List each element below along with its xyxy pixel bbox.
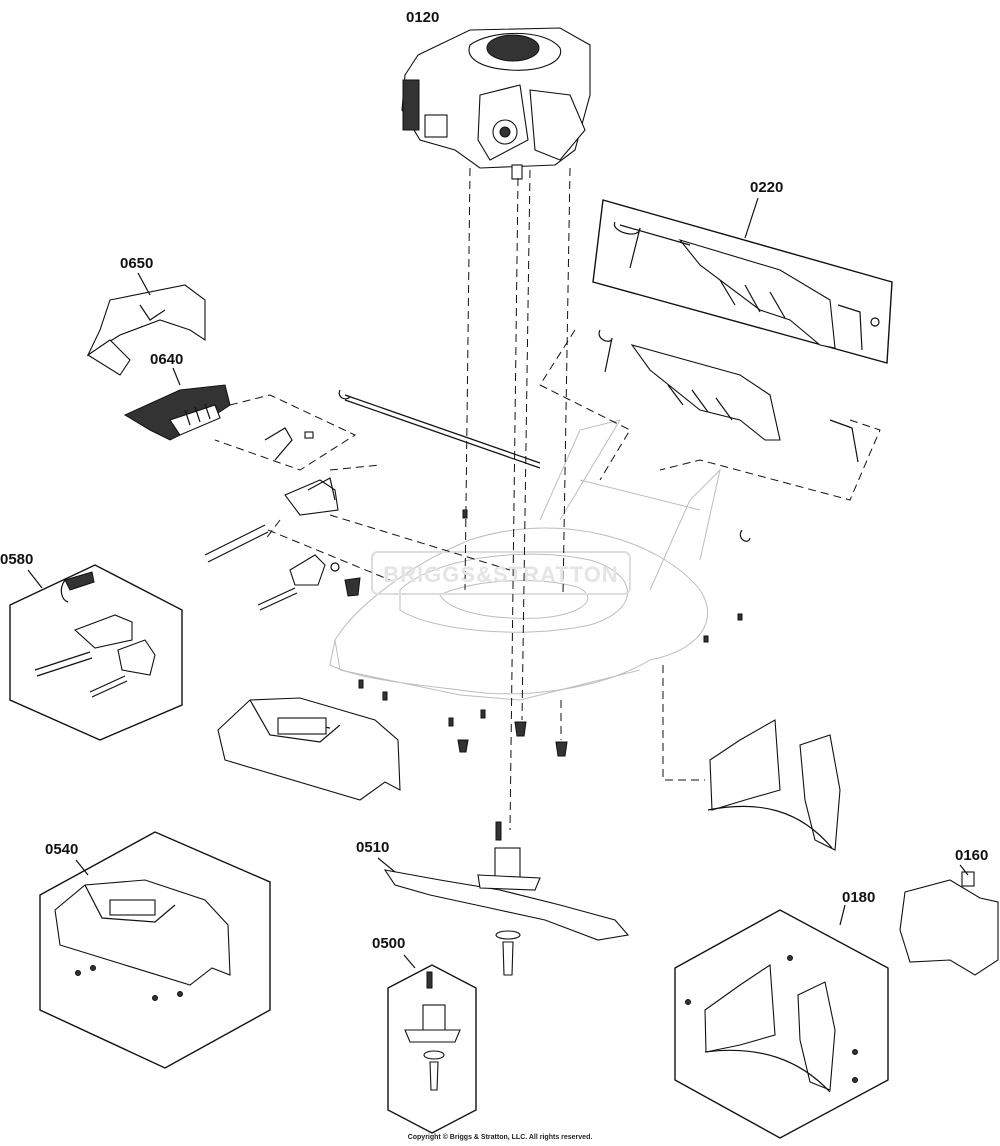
- deflector-part: [662, 665, 841, 851]
- callout-leader: [377, 857, 396, 873]
- discharge-plug-part-0650: [86, 284, 206, 376]
- copyright-notice: Copyright © Briggs & Stratton, LLC. All …: [407, 1134, 593, 1141]
- rear-door-box-0220: [592, 199, 893, 364]
- blade-part-0510: [383, 821, 630, 976]
- callout-0510[interactable]: 0510: [356, 839, 390, 856]
- callout-leader: [403, 954, 416, 969]
- callout-0120[interactable]: 0120: [406, 9, 440, 26]
- callout-leader: [839, 904, 846, 926]
- mower-deck-ghost: [329, 419, 721, 701]
- assembly-line: [464, 167, 471, 591]
- callout-leader: [27, 569, 43, 589]
- callout-0180[interactable]: 0180: [842, 889, 876, 906]
- callout-0160[interactable]: 0160: [955, 847, 989, 864]
- deflector-box-0180: [674, 909, 889, 1139]
- blade-adapter-box-0500: [387, 964, 477, 1134]
- callout-leader: [744, 197, 759, 239]
- assembly-line: [562, 167, 571, 596]
- callout-0650[interactable]: 0650: [120, 255, 154, 272]
- callout-leader: [75, 859, 89, 876]
- front-cover-part: [217, 697, 401, 801]
- chute-part-0160: [899, 871, 999, 976]
- hinge-kit-box-0580: [9, 564, 183, 741]
- rear-door-part: [539, 329, 881, 501]
- engine-part-0120: [401, 27, 591, 180]
- axle-rod-part: [204, 389, 541, 611]
- discharge-door-part-0640: [123, 384, 357, 471]
- callout-0540[interactable]: 0540: [45, 841, 79, 858]
- callout-0220[interactable]: 0220: [750, 179, 784, 196]
- assembly-line: [521, 169, 531, 721]
- callout-0500[interactable]: 0500: [372, 935, 406, 952]
- callout-0640[interactable]: 0640: [150, 351, 184, 368]
- assembly-line: [509, 177, 519, 831]
- callout-leader: [137, 272, 151, 296]
- watermark-text: BRIGGS&STRATTON: [383, 562, 619, 587]
- callout-leader: [959, 864, 969, 876]
- callout-0580[interactable]: 0580: [0, 551, 34, 568]
- callout-leader: [172, 367, 181, 386]
- deck-hardware: [358, 509, 751, 757]
- cover-kit-box-0540: [39, 831, 271, 1069]
- watermark-frame: [371, 551, 631, 595]
